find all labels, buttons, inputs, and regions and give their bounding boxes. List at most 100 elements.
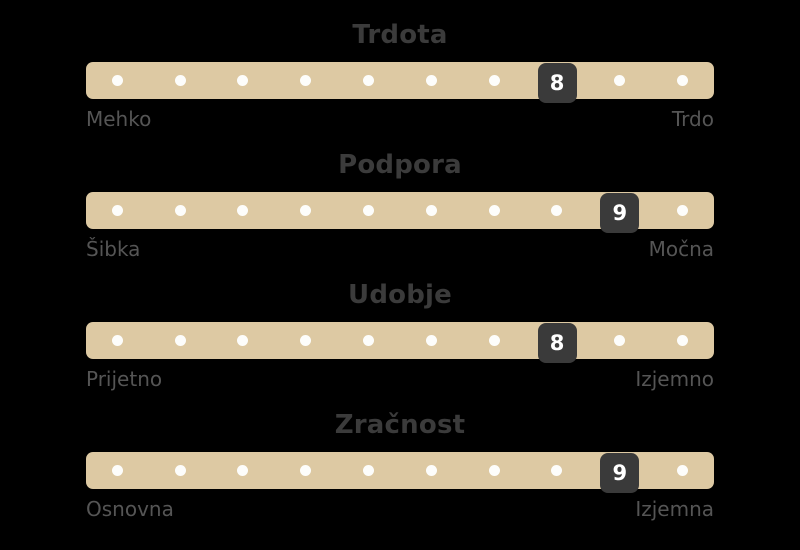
tick-dot-icon (111, 465, 123, 476)
tick-cell[interactable] (212, 62, 275, 99)
tick-cell[interactable] (86, 192, 149, 229)
rating-title: Trdota (352, 20, 448, 50)
tick-cell[interactable] (274, 452, 337, 489)
tick-dot-icon (488, 205, 500, 216)
tick-dot-icon (111, 335, 123, 346)
rating-title: Udobje (348, 280, 452, 310)
tick-cell[interactable] (274, 192, 337, 229)
rating-group-trdota: Trdota 8 Mehko Trdo (86, 0, 714, 131)
tick-cell[interactable] (212, 452, 275, 489)
tick-dot-icon (237, 465, 249, 476)
tick-dot-icon (300, 465, 312, 476)
tick-dot-icon (425, 465, 437, 476)
tick-cell[interactable] (400, 62, 463, 99)
tick-dot-icon (300, 205, 312, 216)
tick-dot-icon (111, 75, 123, 86)
tick-dot-icon (237, 205, 249, 216)
tick-cell[interactable] (400, 452, 463, 489)
tick-dot-icon (677, 335, 689, 346)
tick-cell[interactable] (86, 62, 149, 99)
tick-dot-icon (237, 335, 249, 346)
tick-cell[interactable] (337, 62, 400, 99)
tick-cell[interactable] (463, 192, 526, 229)
tick-cell[interactable] (588, 62, 651, 99)
tick-cell[interactable] (149, 192, 212, 229)
endpoint-label-low: Osnovna (86, 497, 174, 521)
tick-dot-icon (363, 465, 375, 476)
endpoint-labels: Mehko Trdo (86, 107, 714, 131)
tick-dot-icon (425, 205, 437, 216)
tick-dot-icon (111, 205, 123, 216)
tick-cell[interactable] (651, 322, 714, 359)
tick-cell[interactable] (86, 322, 149, 359)
rating-slider-track[interactable]: 8 (86, 62, 714, 103)
endpoint-labels: Šibka Močna (86, 237, 714, 261)
tick-dot-icon (237, 75, 249, 86)
tick-cell[interactable] (149, 62, 212, 99)
rating-title: Zračnost (334, 410, 466, 440)
endpoint-label-high: Trdo (671, 107, 714, 131)
rating-value-badge[interactable]: 9 (600, 453, 640, 493)
rating-title: Podpora (338, 150, 462, 180)
endpoint-labels: Osnovna Izjemna (86, 497, 714, 521)
tick-cell[interactable] (463, 452, 526, 489)
tick-cell[interactable] (463, 62, 526, 99)
tick-cell[interactable] (337, 452, 400, 489)
tick-row (86, 452, 714, 489)
rating-value-badge[interactable]: 9 (600, 193, 640, 233)
endpoint-labels: Prijetno Izjemno (86, 367, 714, 391)
tick-cell[interactable] (149, 322, 212, 359)
endpoint-label-low: Mehko (86, 107, 152, 131)
tick-dot-icon (677, 205, 689, 216)
rating-slider-track[interactable]: 8 (86, 322, 714, 363)
tick-cell[interactable] (337, 192, 400, 229)
endpoint-label-low: Prijetno (86, 367, 163, 391)
tick-dot-icon (174, 205, 186, 216)
tick-dot-icon (363, 335, 375, 346)
endpoint-label-low: Šibka (86, 237, 141, 261)
tick-cell[interactable] (651, 452, 714, 489)
tick-cell[interactable] (400, 192, 463, 229)
tick-dot-icon (551, 205, 563, 216)
tick-cell[interactable] (274, 322, 337, 359)
tick-cell[interactable] (212, 192, 275, 229)
endpoint-label-high: Izjemno (635, 367, 714, 391)
tick-dot-icon (551, 465, 563, 476)
tick-dot-icon (174, 335, 186, 346)
tick-dot-icon (488, 465, 500, 476)
endpoint-label-high: Močna (648, 237, 714, 261)
rating-slider-track[interactable]: 9 (86, 452, 714, 493)
tick-cell[interactable] (651, 62, 714, 99)
rating-slider-track[interactable]: 9 (86, 192, 714, 233)
tick-dot-icon (614, 75, 626, 86)
tick-row (86, 192, 714, 229)
tick-dot-icon (614, 335, 626, 346)
tick-dot-icon (300, 335, 312, 346)
tick-dot-icon (488, 335, 500, 346)
tick-cell[interactable] (526, 192, 589, 229)
tick-cell[interactable] (526, 452, 589, 489)
tick-cell[interactable] (463, 322, 526, 359)
tick-dot-icon (488, 75, 500, 86)
tick-cell[interactable] (274, 62, 337, 99)
rating-group-udobje: Udobje 8 Prijetno Izjemno (86, 260, 714, 391)
rating-group-zracnost: Zračnost 9 Osnovna Izjemna (86, 390, 714, 521)
rating-value-badge[interactable]: 8 (537, 323, 577, 363)
tick-dot-icon (174, 465, 186, 476)
tick-cell[interactable] (400, 322, 463, 359)
tick-cell[interactable] (149, 452, 212, 489)
tick-row (86, 62, 714, 99)
endpoint-label-high: Izjemna (635, 497, 714, 521)
tick-cell[interactable] (588, 322, 651, 359)
tick-cell[interactable] (651, 192, 714, 229)
tick-cell[interactable] (337, 322, 400, 359)
tick-dot-icon (677, 465, 689, 476)
tick-row (86, 322, 714, 359)
tick-dot-icon (363, 75, 375, 86)
rating-value-badge[interactable]: 8 (537, 63, 577, 103)
tick-dot-icon (677, 75, 689, 86)
tick-cell[interactable] (86, 452, 149, 489)
tick-cell[interactable] (212, 322, 275, 359)
tick-dot-icon (174, 75, 186, 86)
